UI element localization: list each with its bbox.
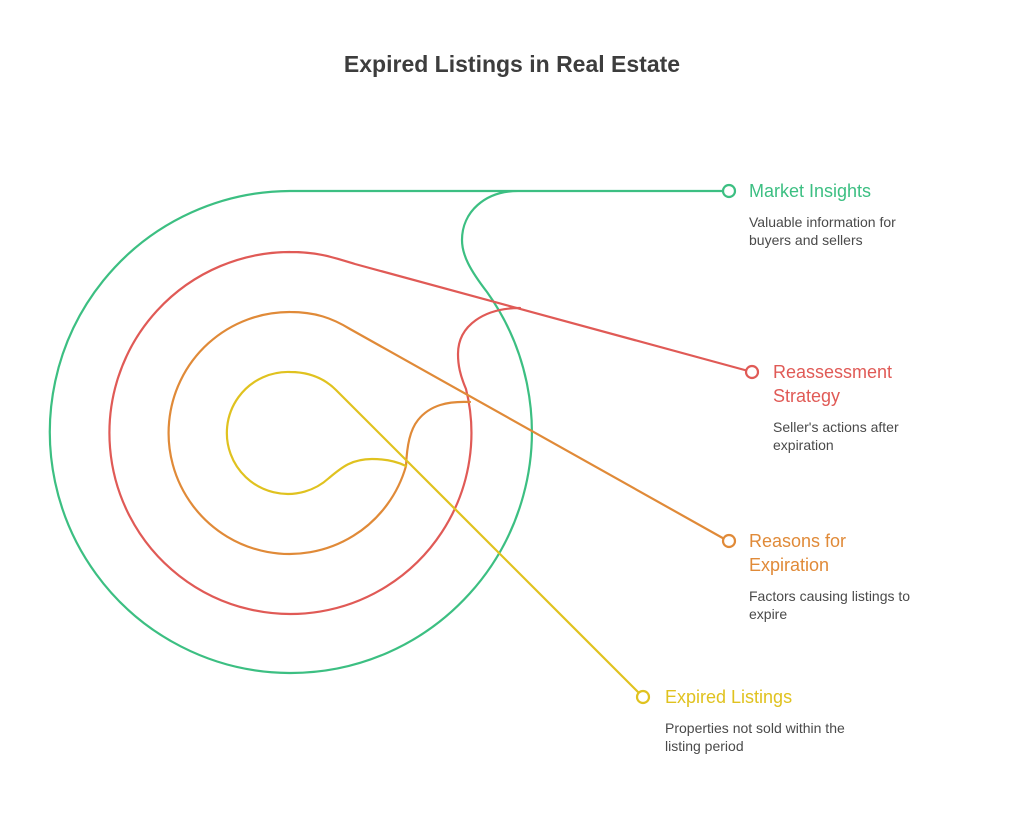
reassessment-strategy-marker[interactable] (744, 364, 760, 380)
diagram-title: Expired Listings in Real Estate (343, 51, 681, 77)
reassessment-strategy-title: Reassessment Strategy (773, 362, 893, 406)
reasons-for-expiration-title: Reasons for Expiration (749, 531, 847, 575)
reasons-for-expiration-marker[interactable] (721, 533, 737, 549)
expired-listings-curve (225, 370, 645, 699)
market-insights-title: Market Insights (749, 181, 872, 201)
reasons-for-expiration-description: Factors causing listings to expire (749, 588, 911, 622)
market-insights-marker[interactable] (721, 183, 737, 199)
market-insights-block: Market Insights Valuable information for… (749, 179, 979, 249)
reassessment-strategy-block: Reassessment Strategy Seller's actions a… (773, 360, 993, 454)
expired-listings-description: Properties not sold within the listing p… (665, 720, 845, 754)
reasons-for-expiration-curve (167, 310, 730, 556)
reasons-for-expiration-block: Reasons for Expiration Factors causing l… (749, 529, 989, 623)
reassessment-strategy-curve (108, 250, 754, 616)
expired-listings-marker[interactable] (635, 689, 651, 705)
market-insights-curve (48, 189, 730, 675)
expired-listings-block: Expired Listings Properties not sold wit… (665, 685, 925, 755)
market-insights-description: Valuable information for buyers and sell… (749, 214, 896, 248)
reassessment-strategy-description: Seller's actions after expiration (773, 419, 899, 453)
expired-listings-title: Expired Listings (665, 687, 793, 707)
